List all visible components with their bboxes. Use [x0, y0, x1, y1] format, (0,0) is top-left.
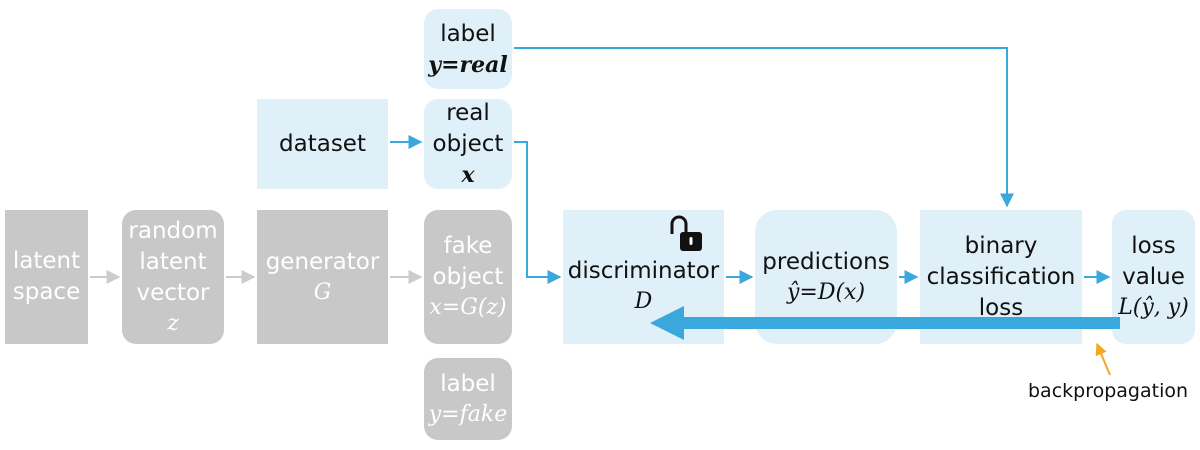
label-fake-text: label [440, 370, 496, 397]
backpropagation-label: backpropagation [1028, 380, 1189, 402]
arrow-label-to-loss [514, 47, 1014, 208]
latent-space-line2: space [12, 279, 81, 305]
loss-value-line2: value [1122, 264, 1185, 290]
label-real-text: label [440, 20, 496, 47]
loss-value-box: loss value L(ŷ, y) [1112, 210, 1195, 344]
backprop-arrow-head [650, 306, 684, 340]
random-latent-vector-line2: latent [139, 248, 207, 275]
real-object-math: x [461, 162, 475, 188]
unlocked-padlock-icon [670, 215, 702, 251]
dataset-box: dataset [257, 99, 388, 189]
label-fake-box: label y=fake [424, 358, 512, 440]
latent-space-line1: latent [12, 248, 81, 274]
latent-space-box: latent space [5, 210, 88, 344]
real-object-line2: object [432, 131, 504, 157]
backprop-pointer-arrow [1095, 342, 1111, 376]
discriminator-math: D [634, 289, 653, 314]
binary-loss-line3: loss [978, 294, 1024, 321]
random-latent-vector-box: random latent vector z [122, 210, 224, 344]
generator-box: generator G [257, 210, 388, 344]
fake-object-math: x=G(z) [429, 295, 507, 320]
random-latent-vector-line3: vector [136, 279, 210, 306]
fake-object-line2: object [432, 264, 504, 290]
binary-loss-line2: classification [926, 263, 1076, 290]
binary-loss-line1: binary [964, 232, 1038, 259]
label-fake-math: y=fake [428, 401, 508, 427]
predictions-text: predictions [762, 248, 890, 275]
discriminator-text: discriminator [567, 258, 720, 284]
real-object-line1: real [446, 100, 490, 126]
fake-object-line1: fake [443, 233, 493, 259]
loss-value-line1: loss [1131, 233, 1176, 259]
arrow-real-to-discriminator [514, 141, 562, 284]
generator-math: G [313, 279, 332, 305]
fake-object-box: fake object x=G(z) [424, 210, 512, 344]
real-object-box: real object x [424, 99, 512, 189]
random-latent-vector-math: z [167, 310, 179, 336]
predictions-math: ŷ=D(x) [786, 279, 866, 305]
random-latent-vector-line1: random [128, 217, 218, 244]
generator-text: generator [265, 248, 380, 275]
dataset-text: dataset [279, 130, 366, 157]
backprop-arrow-shaft [678, 317, 1120, 329]
label-real-math: y=real [428, 51, 508, 78]
label-real-box: label y=real [424, 9, 512, 89]
loss-value-math: L(ŷ, y) [1118, 295, 1189, 320]
